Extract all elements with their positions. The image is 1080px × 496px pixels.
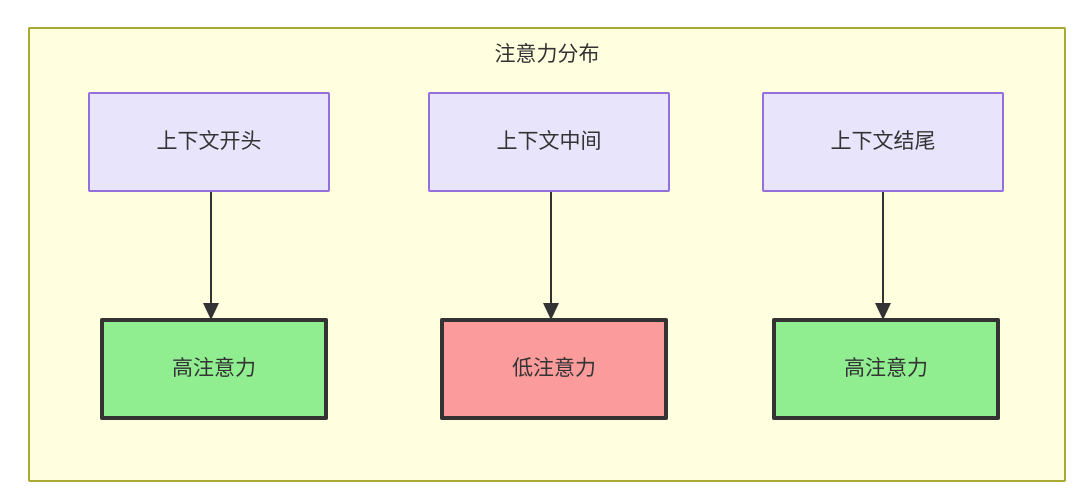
node-context-end[interactable]: 上下文结尾 — [762, 92, 1004, 192]
node-attention-start-label: 高注意力 — [172, 357, 256, 381]
node-attention-end-label: 高注意力 — [844, 357, 928, 381]
node-context-start-label: 上下文开头 — [156, 130, 262, 154]
node-context-start[interactable]: 上下文开头 — [88, 92, 330, 192]
node-attention-middle[interactable]: 低注意力 — [440, 318, 668, 420]
subgraph-title: 注意力分布 — [494, 43, 600, 66]
node-context-middle-label: 上下文中间 — [496, 130, 602, 154]
node-context-end-label: 上下文结尾 — [830, 130, 936, 154]
node-context-middle[interactable]: 上下文中间 — [428, 92, 670, 192]
node-attention-end[interactable]: 高注意力 — [772, 318, 1000, 420]
node-attention-middle-label: 低注意力 — [512, 357, 596, 381]
node-attention-start[interactable]: 高注意力 — [100, 318, 328, 420]
